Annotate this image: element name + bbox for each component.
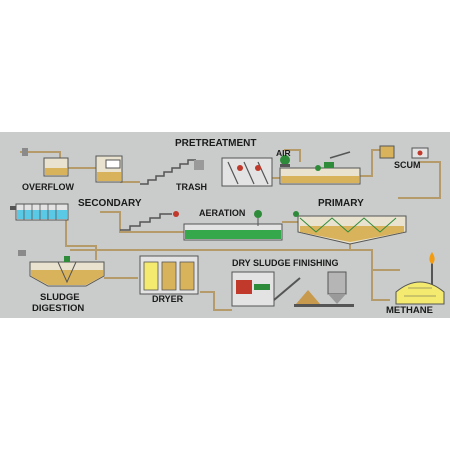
return-sludge-stairs	[120, 213, 172, 231]
grit-chamber-water	[97, 172, 121, 181]
label-methane: METHANE	[386, 305, 433, 316]
dry-sludge-finishing-unit	[231, 271, 354, 307]
dryer-bed-3	[179, 261, 195, 291]
storage-silo	[327, 271, 347, 295]
scum-conveyor	[329, 151, 351, 159]
primary-settling-sludge	[281, 176, 359, 183]
return-pump	[173, 211, 179, 217]
trash-bin	[194, 160, 204, 170]
aeration-to-secondary-pipe	[100, 211, 184, 233]
air-blower	[280, 155, 290, 167]
sludge-pile	[296, 290, 320, 304]
secondary-to-sludge-pipe	[65, 220, 97, 260]
grit-chamber	[95, 155, 123, 183]
finishing-platform	[294, 304, 354, 307]
bar-screen-rake-2	[243, 161, 255, 185]
aeration-blower	[254, 210, 262, 218]
primary-to-scum-pipe	[360, 149, 380, 177]
methane-storage	[395, 252, 445, 305]
air-blower-base	[280, 164, 290, 167]
primary-settling-mixer	[324, 162, 334, 168]
label-trash: TRASH	[176, 182, 207, 192]
finishing-belt	[254, 284, 270, 290]
primary-clarifier-truss	[299, 217, 397, 233]
label-pretreatment: PRETREATMENT	[175, 138, 256, 149]
methane-tank-rings	[404, 287, 436, 297]
pipe-network	[20, 149, 441, 311]
methane-tank	[395, 281, 445, 305]
primary-clarifier-pump	[293, 211, 299, 217]
aeration-basin	[183, 210, 283, 241]
trash-conveyor-stairs	[140, 159, 196, 185]
screen-motor-2	[255, 165, 261, 171]
sludge-digestion-tank	[18, 250, 105, 287]
dryer-bed-2	[161, 261, 177, 291]
label-aeration: AERATION	[199, 208, 245, 218]
overflow-tank-water	[45, 168, 67, 175]
dryer-unit	[139, 255, 199, 295]
primary-settling-pump	[315, 165, 321, 171]
label-scum: SCUM	[394, 160, 421, 170]
digester-cone	[57, 261, 77, 284]
inflow-valve	[22, 148, 28, 156]
scum-return-pipe	[398, 161, 441, 199]
screen-motor-1	[237, 165, 243, 171]
inflow-unit	[22, 148, 69, 177]
bar-screen-housing	[221, 157, 273, 187]
finishing-conveyor	[273, 277, 301, 301]
primary-clarifier	[293, 211, 407, 245]
label-sludge: SLUDGE	[40, 292, 80, 303]
bar-screen-rake-1	[227, 161, 239, 185]
primary-settling-tank	[279, 162, 361, 185]
air-line	[284, 149, 301, 162]
digester-feed	[18, 250, 26, 256]
label-digestion: DIGESTION	[32, 303, 84, 314]
dryer-to-finishing-pipe	[200, 291, 232, 311]
digester-sludge	[31, 270, 103, 285]
digester-mixer	[64, 256, 70, 262]
storage-silo-cone	[328, 294, 346, 304]
secondary-outlet	[10, 206, 16, 210]
label-overflow: OVERFLOW	[22, 182, 75, 192]
air-blower-body	[280, 155, 290, 165]
bar-screens	[221, 157, 273, 187]
label-dry-sludge-finishing: DRY SLUDGE FINISHING	[232, 258, 339, 268]
label-secondary: SECONDARY	[78, 198, 142, 209]
secondary-clarifier-baffles	[23, 204, 57, 220]
main-sludge-line	[70, 249, 390, 301]
scum-box	[379, 145, 395, 159]
methane-flame	[429, 252, 435, 264]
secondary-clarifier	[10, 203, 69, 221]
dryer-bed-1	[143, 261, 159, 291]
scum-pump-motor	[417, 150, 423, 156]
finishing-press	[236, 280, 252, 294]
label-air: AIR	[276, 148, 291, 158]
scum-unit	[329, 145, 429, 159]
label-primary: PRIMARY	[318, 198, 364, 209]
secondary-clarifier-water	[17, 210, 67, 219]
grit-hopper	[105, 159, 121, 169]
label-dryer: DRYER	[152, 294, 184, 304]
aeration-basin-water	[185, 230, 281, 239]
